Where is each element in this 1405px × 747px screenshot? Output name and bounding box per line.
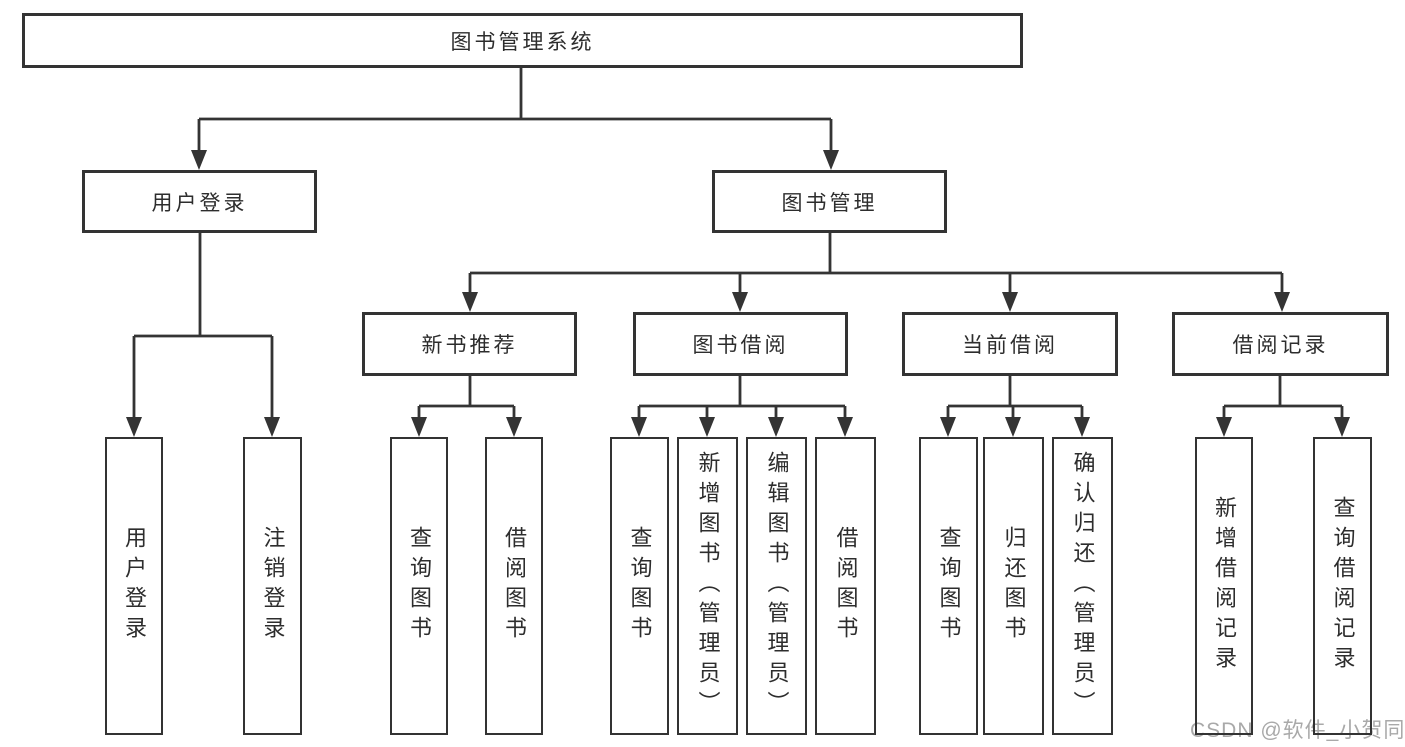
csdn-watermark: CSDN @软件_小贺同学: [1190, 719, 1405, 742]
leaf-borrow-borrow-label: 借阅图书: [833, 526, 859, 646]
node-root-label: 图书管理系统: [450, 30, 595, 54]
leaf-borrow-borrow: 借阅图书: [815, 437, 876, 735]
node-borrow-records: 借阅记录: [1172, 312, 1389, 376]
leaf-borrow-edit-label: 编辑图书（管理员）: [764, 451, 790, 721]
leaf-logout-label: 注销登录: [260, 526, 286, 646]
leaf-newbooks-borrow-label: 借阅图书: [502, 526, 527, 646]
leaf-records-query-label: 查询借阅记录: [1330, 496, 1356, 676]
leaf-newbooks-query: 查询图书: [390, 437, 448, 735]
node-root: 图书管理系统: [22, 13, 1023, 68]
node-current-borrow-label: 当前借阅: [962, 334, 1058, 357]
node-book-management: 图书管理: [712, 170, 947, 233]
leaf-user-login: 用户登录: [105, 437, 163, 735]
leaf-borrow-query: 查询图书: [610, 437, 669, 735]
leaf-current-return-label: 归还图书: [1001, 526, 1027, 646]
node-new-books-label: 新书推荐: [421, 334, 518, 357]
leaf-current-confirm-label: 确认归还（管理员）: [1070, 451, 1096, 721]
leaf-user-login-label: 用户登录: [122, 526, 147, 646]
leaf-current-query-label: 查询图书: [936, 526, 962, 646]
leaf-newbooks-query-label: 查询图书: [407, 526, 432, 646]
node-current-borrow: 当前借阅: [902, 312, 1118, 376]
node-book-management-label: 图书管理: [781, 191, 878, 215]
leaf-records-add: 新增借阅记录: [1195, 437, 1253, 735]
leaf-records-add-label: 新增借阅记录: [1212, 496, 1237, 676]
leaf-current-query: 查询图书: [919, 437, 978, 735]
node-book-borrow: 图书借阅: [633, 312, 848, 376]
node-user-login: 用户登录: [82, 170, 317, 233]
leaf-borrow-edit: 编辑图书（管理员）: [746, 437, 807, 735]
node-book-borrow-label: 图书借阅: [692, 334, 789, 357]
node-new-books: 新书推荐: [362, 312, 577, 376]
leaf-newbooks-borrow: 借阅图书: [485, 437, 543, 735]
leaf-logout: 注销登录: [243, 437, 302, 735]
leaf-current-confirm: 确认归还（管理员）: [1052, 437, 1113, 735]
leaf-borrow-query-label: 查询图书: [627, 526, 653, 646]
node-user-login-label: 用户登录: [151, 191, 248, 215]
leaf-current-return: 归还图书: [983, 437, 1044, 735]
leaf-records-query: 查询借阅记录: [1313, 437, 1372, 735]
node-borrow-records-label: 借阅记录: [1232, 334, 1329, 357]
leaf-borrow-add-label: 新增图书（管理员）: [695, 451, 721, 721]
leaf-borrow-add: 新增图书（管理员）: [677, 437, 738, 735]
